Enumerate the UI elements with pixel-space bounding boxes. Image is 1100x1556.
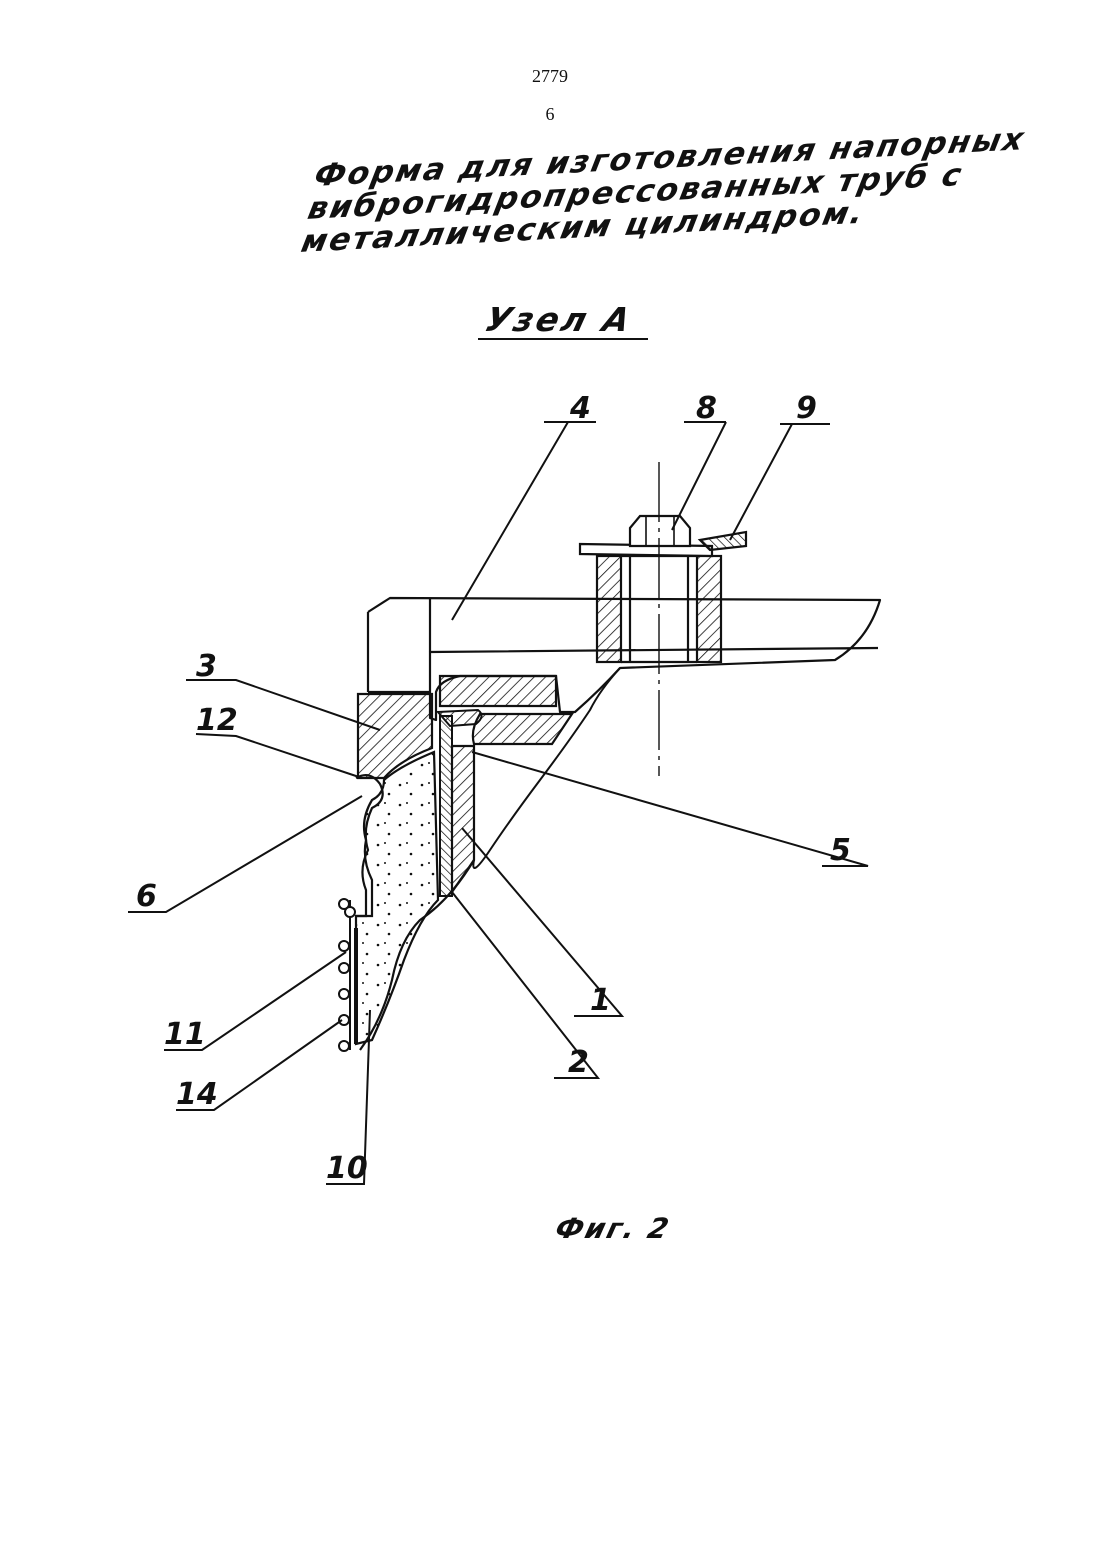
bolt-assembly (580, 516, 746, 662)
concrete-body (356, 752, 438, 1044)
upper-block (440, 676, 556, 706)
label-part-5: 5 (830, 833, 851, 868)
label-part-9: 9 (796, 391, 817, 426)
label-part-8: 8 (696, 391, 717, 426)
label-part-3: 3 (196, 649, 217, 684)
gasket-layer (440, 716, 452, 896)
label-part-4: 4 (569, 391, 591, 426)
label-part-12: 12 (196, 703, 238, 738)
label-part-10: 10 (326, 1151, 368, 1186)
figure-caption: Фиг. 2 (552, 1212, 674, 1245)
label-part-2: 2 (568, 1045, 589, 1080)
wire-spiral (339, 899, 355, 1051)
label-part-6: 6 (136, 879, 157, 914)
label-part-1: 1 (590, 983, 611, 1018)
ring-part-5 (473, 714, 572, 744)
label-part-14: 14 (176, 1077, 218, 1112)
label-part-11: 11 (164, 1017, 206, 1052)
metal-cylinder (452, 746, 474, 892)
